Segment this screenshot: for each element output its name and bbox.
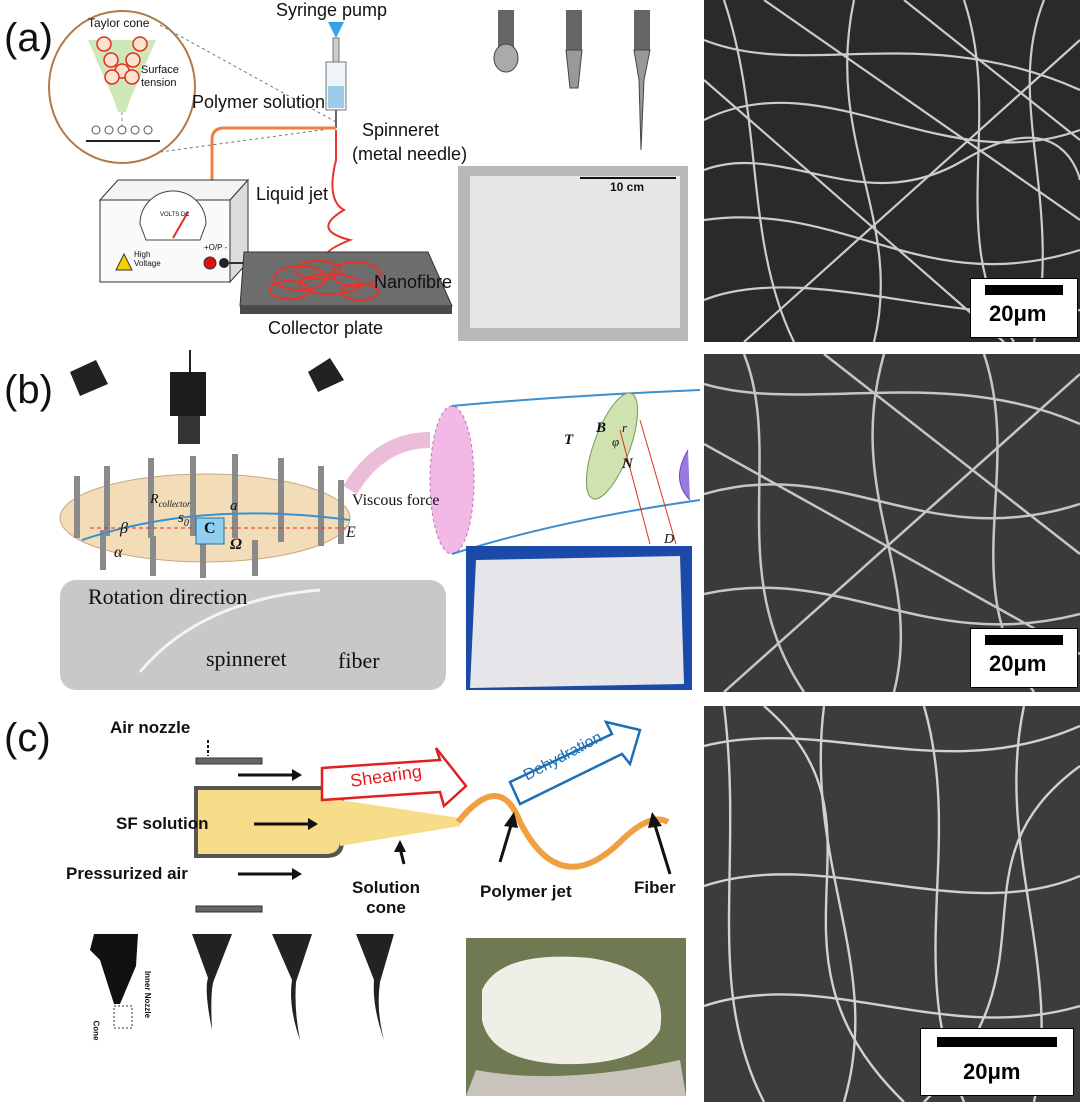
viscous-force-label: Viscous force: [352, 492, 440, 509]
sem-a-scale-text: 20μm: [989, 301, 1047, 326]
sem-b-scale-bar-line: [985, 635, 1063, 645]
r-label: r: [622, 420, 628, 435]
r-collector-label: Rcollector: [150, 492, 191, 509]
fiber-photo-label: fiber: [338, 648, 380, 673]
nanofibre-label: Nanofibre: [374, 272, 453, 292]
b-label: B: [596, 420, 607, 436]
metal-needle-label: (metal needle): [352, 144, 468, 164]
e-label: E: [346, 524, 356, 541]
alpha-label: α: [114, 544, 123, 561]
sem-c-scale-bar-line: [937, 1037, 1057, 1047]
sem-b-fibers: [704, 354, 1080, 692]
omega-label: Ω: [230, 536, 242, 553]
a-label: a: [230, 498, 238, 514]
s0-label: s0: [178, 510, 189, 529]
s0-sub: 0: [183, 518, 189, 529]
liquid-jet-label: Liquid jet: [256, 184, 329, 204]
n-label: N: [622, 456, 633, 472]
panel-label-a: (a): [4, 16, 53, 60]
polymer-jet-label: Polymer jet: [480, 882, 572, 901]
taylor-cone-label: Taylor cone: [88, 16, 150, 30]
spinneret-label: Spinneret: [362, 120, 440, 140]
pressurized-air-label: Pressurized air: [66, 864, 188, 883]
beta-label: β: [120, 520, 128, 537]
sem-a-fibers: [704, 0, 1080, 342]
sem-image-a: 20μm: [704, 0, 1080, 342]
surface-tension-label: Surface tension: [141, 64, 179, 89]
sf-solution-label: SF solution: [116, 814, 209, 833]
sem-b-scalebar: 20μm: [970, 628, 1078, 688]
fiber-label: Fiber: [634, 878, 676, 897]
collector-plate-label: Collector plate: [268, 318, 384, 338]
d-label: D: [664, 532, 675, 547]
sem-image-c: 20μm: [704, 706, 1080, 1102]
sem-a-scalebar: 20μm: [970, 278, 1078, 338]
high-voltage-label: High Voltage: [134, 250, 161, 268]
panel-label-c: (c): [4, 716, 51, 760]
phi-label: φ: [612, 434, 620, 449]
volts-dc-label: VOLTS DC: [160, 212, 190, 218]
air-nozzle-label: Air nozzle: [110, 718, 191, 737]
cone-label: Cone: [91, 1020, 101, 1041]
panel-label-b: (b): [4, 368, 53, 412]
syringe-pump-label: Syringe pump: [276, 0, 388, 20]
r-collector-sub: collector: [158, 498, 191, 509]
sem-b-scale-text: 20μm: [989, 651, 1047, 676]
sem-c-scale-text: 20μm: [963, 1059, 1021, 1084]
s0-main: s: [178, 510, 184, 526]
photo-scale-label: 10 cm: [610, 180, 645, 194]
r-collector-main: R: [150, 492, 159, 507]
output-label: +O/P -: [204, 243, 228, 252]
rotation-direction-label: Rotation direction: [88, 584, 248, 609]
c-label: C: [204, 520, 216, 537]
inner-nozzle-label: Inner Nozzle: [143, 970, 153, 1019]
t-label: T: [564, 432, 574, 448]
solution-cone-label: Solution cone: [352, 878, 420, 917]
polymer-solution-label: Polymer solution: [192, 92, 326, 112]
sem-c-scalebar: 20μm: [920, 1028, 1074, 1096]
sem-image-b: 20μm: [704, 354, 1080, 692]
sem-a-scale-bar-line: [985, 285, 1063, 295]
spinneret-photo-label: spinneret: [206, 646, 287, 671]
